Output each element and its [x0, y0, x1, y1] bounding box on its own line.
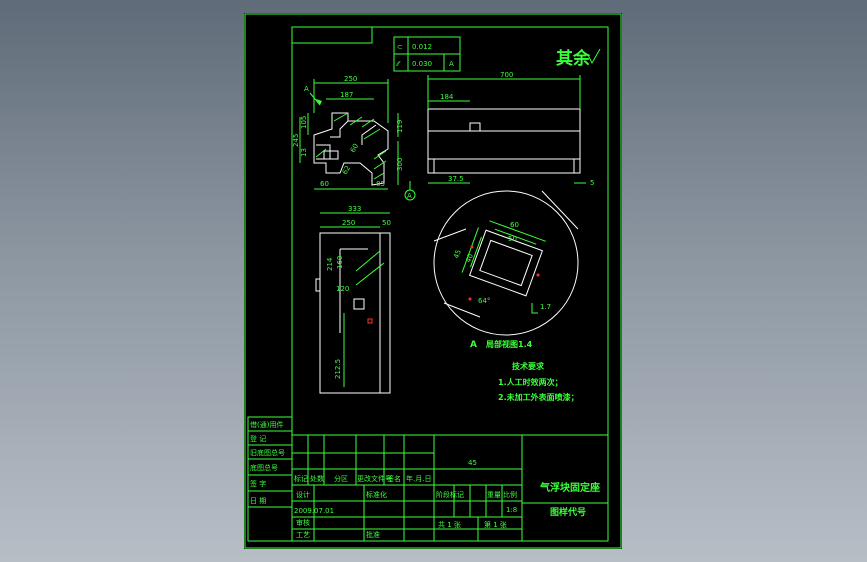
side-row-6: 日 期 [250, 497, 266, 505]
tol-value-2: 0.030 [412, 60, 432, 68]
side-row-3: 旧底图总号 [250, 448, 285, 457]
scale-value: 1:8 [506, 506, 517, 514]
tol-datum: A [449, 60, 454, 68]
material: 45 [468, 459, 477, 467]
view-arrow-icon [316, 99, 322, 105]
dim-85: 85 [376, 180, 385, 188]
dim-184: 184 [440, 93, 454, 101]
detail-view: 60 50 45 40 64° 1.7 A 局部视图1.4 [433, 190, 579, 350]
dim-187: 187 [340, 91, 353, 99]
dim-214: 214 [326, 257, 334, 271]
dim-50-detail: 50 [508, 235, 517, 243]
header-mark: 标记 [294, 474, 308, 483]
inner-border [291, 26, 609, 542]
header-docno: 更改文件号 [357, 474, 392, 483]
sheet-count: 共 1 张 [438, 520, 461, 529]
side-row-2: 登 记 [250, 434, 266, 443]
dim-60-inner: 60 [349, 142, 360, 154]
tech-req-title: 技术要求 [512, 361, 545, 371]
side-row-1: 借(通)用件 [250, 420, 283, 429]
dim-119: 119 [396, 120, 404, 133]
dim-250-top: 250 [342, 219, 355, 227]
dim-245: 245 [292, 134, 300, 147]
row-check: 审核 [296, 518, 310, 527]
dim-250-front: 250 [344, 75, 357, 83]
row-design: 设计 [296, 490, 310, 499]
header-scale: 比例 [503, 490, 517, 499]
top-view: 333 250 50 214 160 120 212.5 [315, 205, 391, 394]
header-stage: 阶段标记 [436, 490, 464, 499]
side-row-4: 底图总号 [250, 463, 278, 472]
front-view: 250 187 245 105 13 119 300 60 85 62 60 A… [292, 75, 416, 201]
dim-37-5: 37.5 [448, 175, 464, 183]
header-qty: 处数 [310, 474, 324, 483]
part-name: 气浮块固定座 [539, 481, 600, 494]
detail-caption-letter: A [470, 340, 477, 350]
dim-212-5: 212.5 [334, 359, 342, 379]
dim-700: 700 [500, 71, 513, 79]
dim-13: 13 [300, 148, 308, 157]
top-left-notch [292, 27, 373, 44]
side-row-5: 签 字 [250, 479, 266, 488]
detail-caption: 局部视图1.4 [485, 339, 533, 349]
dim-40: 40 [464, 253, 475, 264]
date-value: 2009.07.01 [294, 507, 334, 515]
header-weight: 重量 [487, 491, 501, 499]
tol-symbol-2: ⁄⁄ [395, 60, 401, 68]
technical-requirements: 技术要求 1.人工时效两次； 2.未加工外表面喷漆； [498, 361, 579, 403]
tol-value-1: 0.012 [412, 43, 432, 51]
roughness-check-icon [587, 48, 601, 65]
drawing-number: 图样代号 [550, 506, 586, 518]
tech-req-line-1: 1.人工时效两次； [498, 377, 563, 388]
side-view: 700 184 37.5 5 [427, 71, 594, 187]
dim-333: 333 [348, 205, 361, 213]
row-approve: 批准 [366, 530, 380, 539]
header-date: 年.月.日 [406, 474, 431, 483]
dim-60-detail: 60 [510, 221, 519, 229]
cad-drawing: ⊂ 0.012 ⁄⁄ 0.030 A 其余 250 187 [244, 13, 622, 549]
left-revision-box: 借(通)用件 登 记 旧底图总号 底图总号 签 字 日 期 [247, 416, 293, 542]
sheet-number: 第 1 张 [484, 520, 507, 529]
dim-45: 45 [452, 249, 463, 260]
dim-62: 62 [341, 164, 352, 176]
outer-border [244, 13, 622, 549]
drawing-sheet: ⊂ 0.012 ⁄⁄ 0.030 A 其余 250 187 [244, 13, 622, 549]
dim-160: 160 [336, 256, 344, 269]
section-label-A: A [304, 85, 309, 93]
dim-120: 120 [336, 285, 349, 293]
title-block: 45 气浮块固定座 图样代号 标记 处数 分区 更改文件号 签名 年.月.日 设… [291, 434, 609, 542]
dim-60-front: 60 [320, 180, 329, 188]
roughness-note: 其余 [556, 48, 591, 69]
row-process: 工艺 [296, 531, 310, 539]
dim-300: 300 [396, 158, 404, 171]
header-sign: 签名 [387, 474, 401, 483]
header-zone: 分区 [334, 474, 348, 483]
tolerance-frame: ⊂ 0.012 ⁄⁄ 0.030 A [393, 36, 461, 72]
row-standardization: 标准化 [366, 490, 387, 499]
dim-105: 105 [300, 116, 308, 129]
hatch-pattern [315, 112, 387, 180]
detail-circle [433, 190, 579, 336]
tol-symbol-1: ⊂ [397, 43, 403, 51]
datum-A: A [407, 192, 412, 200]
dim-1-7: 1.7 [540, 303, 551, 311]
dim-angle: 64° [478, 297, 490, 305]
dim-5: 5 [590, 179, 594, 187]
dim-50-top: 50 [382, 219, 391, 227]
tech-req-line-2: 2.未加工外表面喷漆； [498, 392, 579, 403]
